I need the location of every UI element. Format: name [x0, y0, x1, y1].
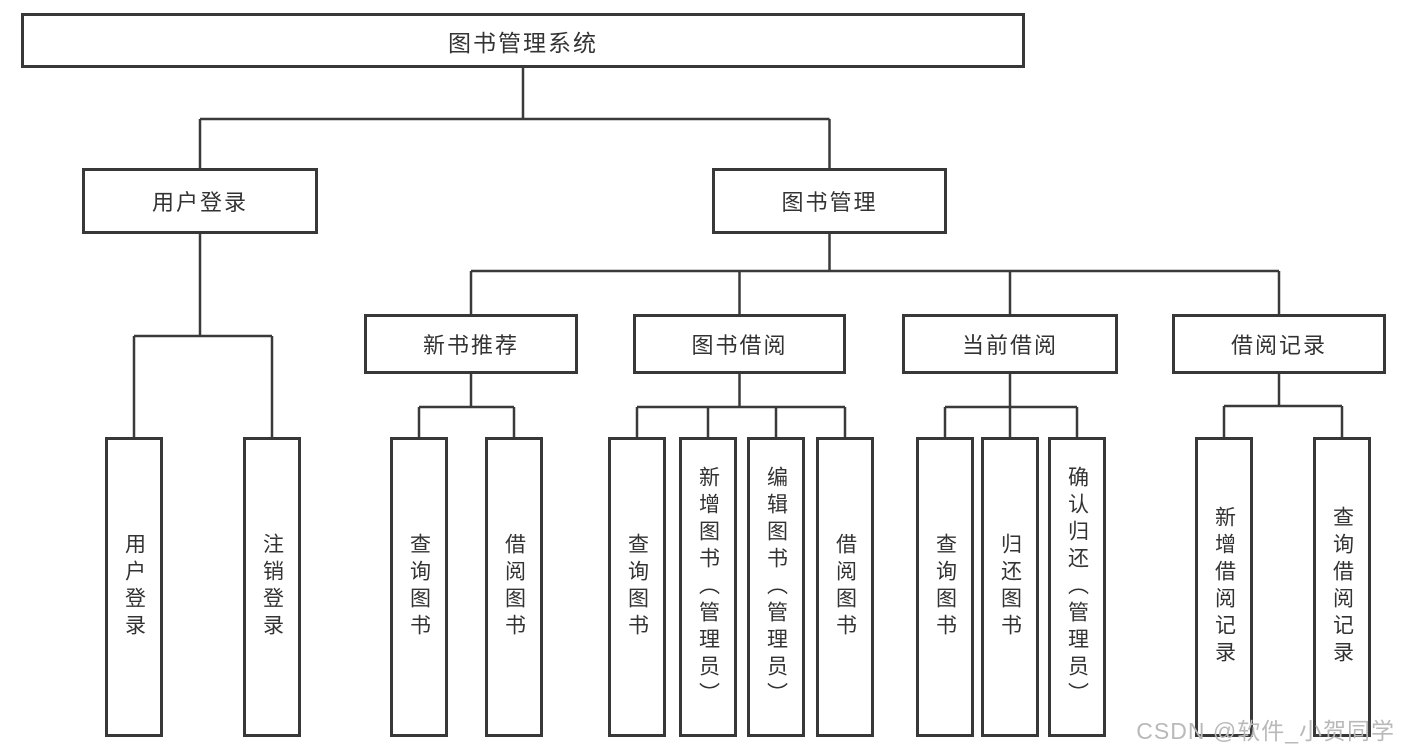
node-label-nb-borrow-books: 借阅图书: [502, 533, 526, 641]
node-current-borrowing: 当前借阅: [902, 314, 1118, 374]
node-label-cb-query-books: 查询图书: [933, 533, 957, 641]
node-label-nb-query-books: 查询图书: [407, 533, 431, 641]
node-label-cb-return-books: 归还图书: [998, 533, 1022, 641]
node-leaf-logout: 注销登录: [243, 437, 301, 737]
node-nb-query-books: 查询图书: [390, 437, 448, 737]
node-borrowing-records: 借阅记录: [1172, 314, 1386, 374]
node-label-bb-add-books: 新增图书（管理员）: [696, 465, 720, 709]
node-label-bb-borrow-books: 借阅图书: [833, 533, 857, 641]
node-bb-add-books: 新增图书（管理员）: [679, 437, 737, 737]
node-label-root: 图书管理系统: [448, 29, 598, 56]
node-bb-borrow-books: 借阅图书: [816, 437, 874, 737]
node-label-book-management: 图书管理: [781, 190, 878, 215]
node-cb-return-books: 归还图书: [981, 437, 1039, 737]
node-br-query-record: 查询借阅记录: [1313, 437, 1371, 737]
node-label-leaf-user-login: 用户登录: [122, 533, 146, 641]
node-label-borrowing-records: 借阅记录: [1230, 333, 1327, 358]
node-nb-borrow-books: 借阅图书: [485, 437, 543, 737]
node-label-br-query-record: 查询借阅记录: [1330, 506, 1354, 668]
node-label-leaf-logout: 注销登录: [260, 533, 284, 641]
node-label-new-book-recommend: 新书推荐: [422, 333, 519, 358]
node-book-borrowing: 图书借阅: [633, 314, 846, 374]
node-cb-query-books: 查询图书: [916, 437, 974, 737]
node-label-br-add-record: 新增借阅记录: [1212, 506, 1236, 668]
node-label-current-borrowing: 当前借阅: [961, 333, 1058, 358]
node-cb-confirm-return: 确认归还（管理员）: [1048, 437, 1106, 737]
node-user-login: 用户登录: [82, 168, 318, 234]
node-br-add-record: 新增借阅记录: [1195, 437, 1253, 737]
node-label-bb-query-books: 查询图书: [625, 533, 649, 641]
node-new-book-recommend: 新书推荐: [364, 314, 578, 374]
node-label-cb-confirm-return: 确认归还（管理员）: [1065, 465, 1089, 709]
node-root: 图书管理系统: [21, 13, 1025, 68]
node-label-book-borrowing: 图书借阅: [691, 333, 788, 358]
node-bb-edit-books: 编辑图书（管理员）: [747, 437, 805, 737]
node-book-management: 图书管理: [712, 168, 947, 234]
node-label-bb-edit-books: 编辑图书（管理员）: [764, 465, 788, 709]
node-leaf-user-login: 用户登录: [105, 437, 163, 737]
node-bb-query-books: 查询图书: [608, 437, 666, 737]
node-label-user-login: 用户登录: [151, 190, 248, 215]
